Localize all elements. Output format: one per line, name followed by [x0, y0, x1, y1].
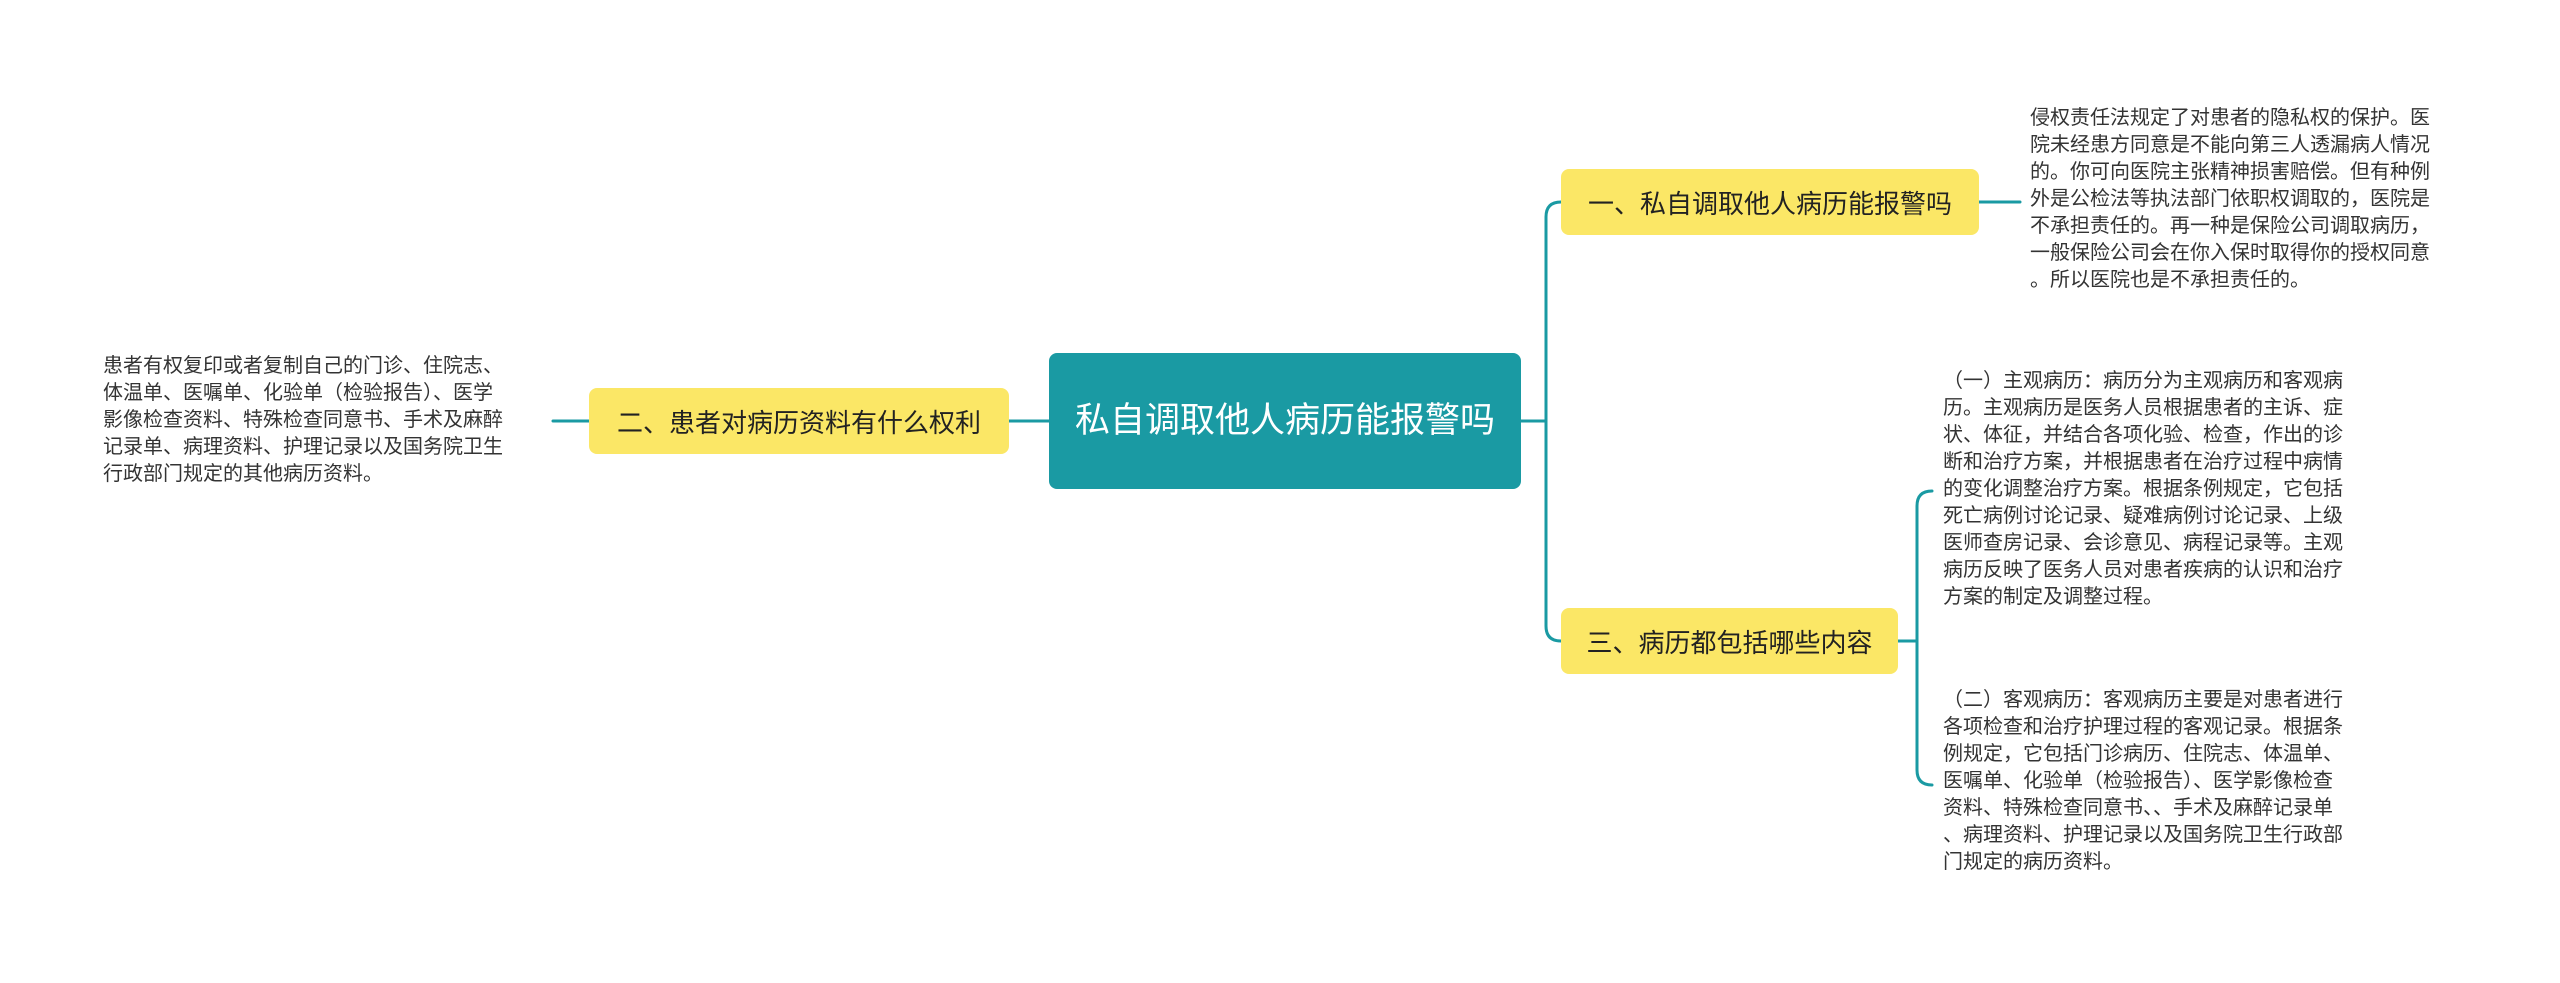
branch-node-3[interactable]: 三、病历都包括哪些内容: [1561, 608, 1898, 674]
leaf-text: 侵权责任法规定了对患者的隐私权的保护。医 院未经患方同意是不能向第三人透漏病人情…: [2030, 105, 2430, 291]
right-trunk-to-branch-3: [1544, 419, 1563, 643]
leaf-text: （二）客观病历：客观病历主要是对患者进行 各项检查和治疗护理过程的客观记录。根据…: [1943, 687, 2343, 873]
branch-label: 一、私自调取他人病历能报警吗: [1587, 189, 1952, 220]
branch-label: 二、患者对病历资料有什么权利: [616, 408, 981, 439]
leaf-text: 患者有权复印或者复制自己的门诊、住院志、 体温单、医嘱单、化验单（检验报告）、医…: [103, 353, 503, 485]
leaf-text: （一）主观病历：病历分为主观病历和客观病 历。主观病历是医务人员根据患者的主诉、…: [1943, 368, 2343, 608]
branch-node-1[interactable]: 一、私自调取他人病历能报警吗: [1561, 169, 1979, 235]
branch-node-2[interactable]: 二、患者对病历资料有什么权利: [589, 388, 1009, 454]
branch-3-to-leaf-a: [1915, 489, 1934, 643]
right-trunk-to-branch-1: [1544, 200, 1563, 423]
branch-label: 三、病历都包括哪些内容: [1586, 628, 1873, 659]
branch-3-to-leaf-b: [1915, 639, 1934, 787]
root-node[interactable]: 私自调取他人病历能报警吗: [1049, 353, 1521, 489]
root-label: 私自调取他人病历能报警吗: [1074, 401, 1495, 441]
